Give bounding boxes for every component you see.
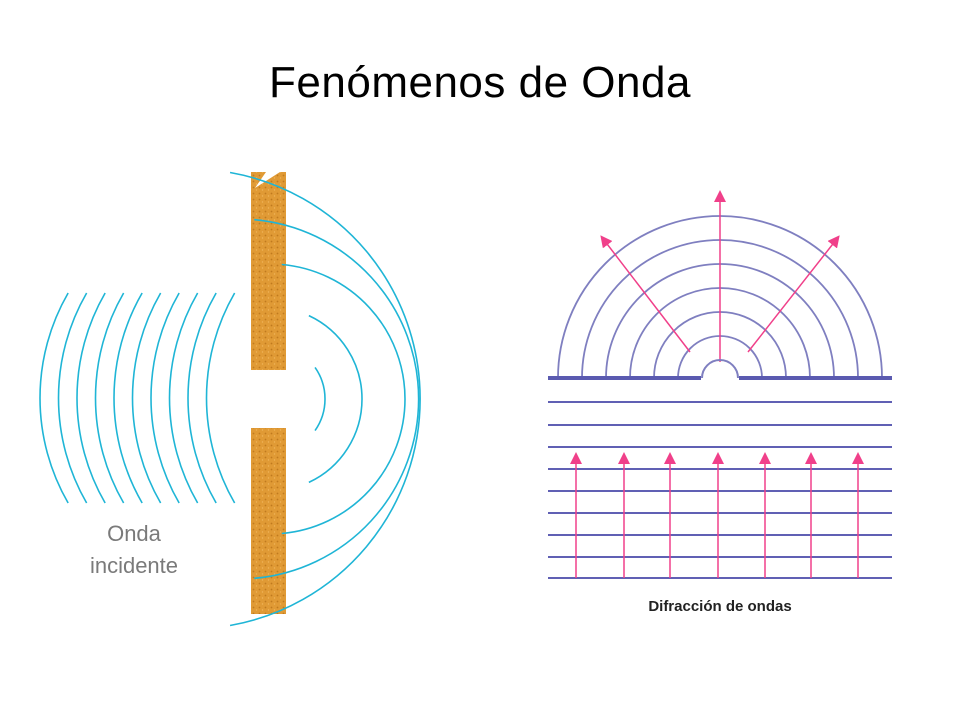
barrier-top [251, 172, 286, 370]
diffracted-wavefront [308, 314, 363, 484]
slit-opening [701, 359, 739, 379]
incident-label-line2: incidente [89, 553, 179, 578]
incident-wavefront [113, 292, 143, 504]
diffracted-wavefront [281, 263, 406, 535]
barrier-bottom [251, 428, 286, 614]
incident-wavefront [39, 292, 69, 504]
incident-label-line1: Onda [107, 521, 161, 546]
diffracted-wavefront [314, 366, 326, 432]
plane-wavefronts [548, 401, 892, 579]
diffraction-caption: Difracción de ondas [648, 598, 792, 615]
diffracted-arrows [600, 190, 840, 362]
diffracted-arrow [747, 235, 840, 353]
diffracted-arrow [600, 235, 691, 353]
incident-wavefront [131, 292, 162, 504]
incident-wavefront [76, 292, 106, 504]
incident-wavefront [150, 292, 180, 504]
incident-wavefront [57, 292, 88, 504]
slide-title: Fenómenos de Onda [269, 58, 691, 107]
barrier-notch [255, 172, 280, 188]
incident-wavefront [187, 292, 217, 504]
incident-wavefront [205, 292, 236, 504]
diffracted-wavefront [254, 218, 420, 580]
incident-waves [39, 292, 236, 504]
incident-wavefront [168, 292, 199, 504]
diffracted-wavefront [229, 171, 421, 627]
incident-wave-label: Onda incidente [74, 518, 194, 582]
diffracted-waves [229, 171, 421, 627]
incident-wavefront [94, 292, 125, 504]
incident-arrows [570, 452, 864, 578]
